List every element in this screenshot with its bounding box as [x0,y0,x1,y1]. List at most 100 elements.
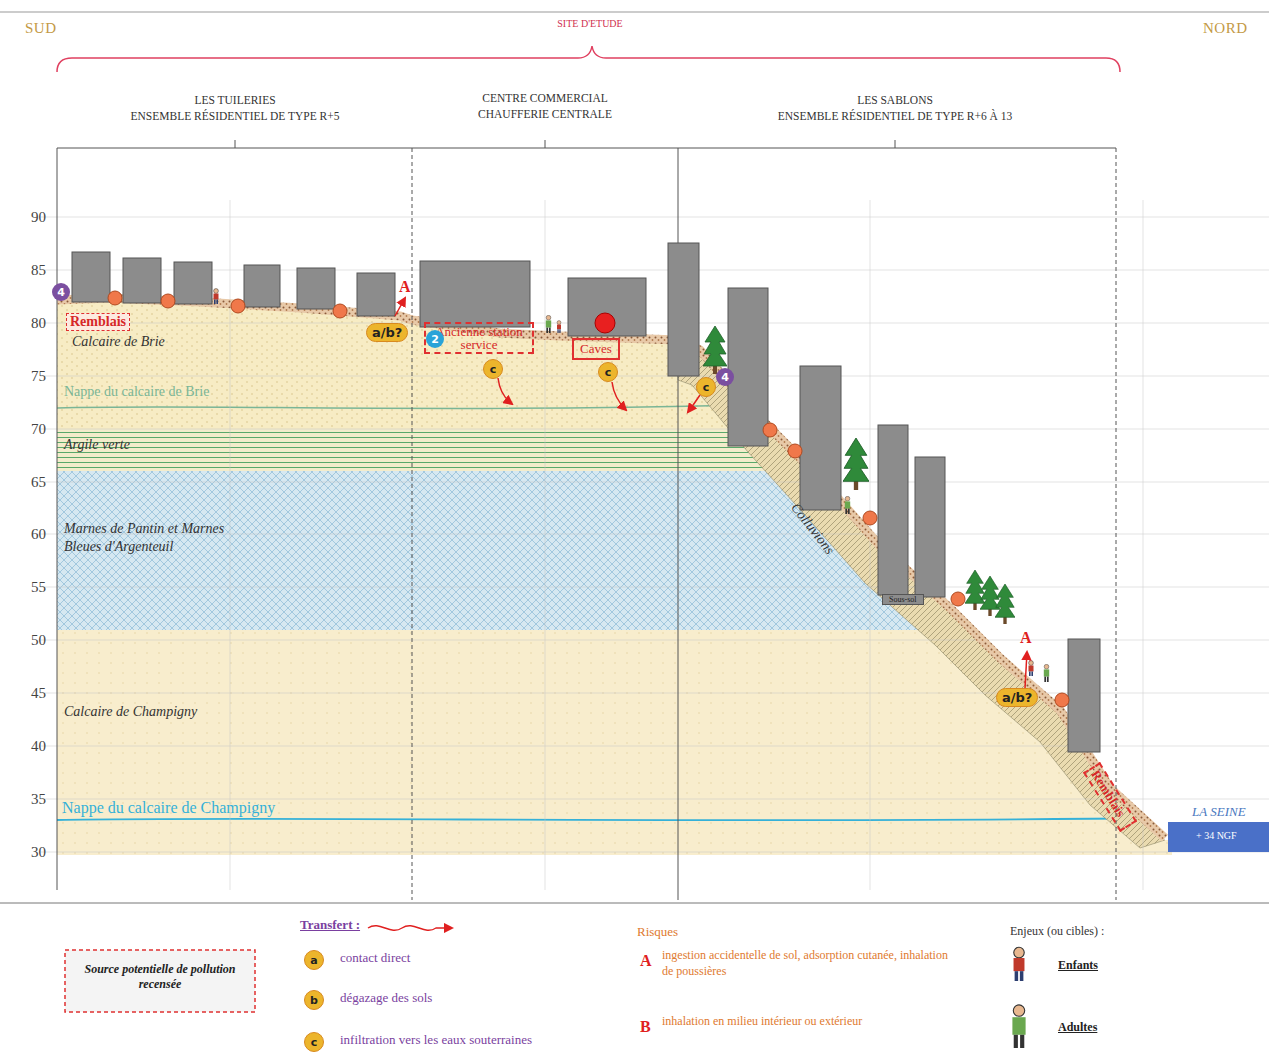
label: 40 [31,738,46,755]
label: LES TUILERIES [194,94,275,106]
target-dots [231,299,245,313]
legend-text: infiltration vers les eaux souterraines [340,1032,532,1048]
label: 75 [31,368,46,385]
node-text: c [703,381,710,394]
label: 45 [31,685,46,702]
buildings [72,243,1100,752]
node-text: Caves [580,341,612,356]
grid-lines [40,534,1269,535]
label: SUD [25,20,57,37]
section-dividers [1116,148,1117,900]
label: B [640,1018,651,1036]
legend-text: inhalation en milieu intérieur ou extéri… [662,1014,952,1030]
label: LES SABLONS [857,94,933,106]
section-dividers [545,140,546,148]
node-text: a [310,954,317,967]
label: A [1020,629,1032,647]
label: CENTRE COMMERCIAL [482,92,608,104]
legend-text: Adultes [1058,1020,1097,1035]
label: 80 [31,315,46,332]
section-dividers [57,140,1116,900]
grid-lines [40,323,1269,324]
strata [0,0,1269,900]
people [214,289,1050,682]
label: Argile verte [64,437,130,453]
callout-circle: b [304,990,324,1010]
section-dividers [57,148,1116,149]
target-dots [333,304,347,318]
seine-river [1168,822,1269,852]
buildings [1068,639,1100,752]
buildings [72,252,110,302]
buildings [123,258,161,303]
buildings [800,366,841,510]
legend-text: Enfants [1058,958,1098,973]
buildings [728,288,768,446]
buildings [357,273,395,316]
label: A [399,278,411,296]
label: LA SEINE [1192,804,1246,820]
section-dividers [57,148,58,890]
node-text: 4 [721,371,729,384]
transfer-arrows [688,395,700,412]
legend-icons [1012,1005,1025,1048]
transfer-arrows [368,298,1027,930]
label: SITE D'ETUDE [557,18,622,29]
callout-circle: a [304,950,324,970]
grid-lines [40,217,1269,218]
people [557,321,561,333]
label: 85 [31,262,46,279]
legend-text: ingestion accidentelle de sol, adsorptio… [662,948,952,979]
buildings [668,243,699,376]
trees [703,326,727,374]
legend-icons [1014,947,1025,981]
label: Calcaire de Champigny [64,704,197,720]
buildings [297,268,335,309]
label: NORD [1203,20,1248,37]
legend-icons [1012,947,1025,1048]
trees [980,576,1000,616]
section-dividers [235,140,236,148]
node-text: 2 [431,333,439,346]
target-dots [108,291,1069,707]
trees [995,584,1015,624]
people [845,496,850,514]
source-box: Remblais [66,313,130,331]
grid-lines [870,200,871,890]
transfer-arrows [395,298,405,316]
strata [57,818,1162,820]
label: Nappe du calcaire de Champigny [62,799,275,817]
trees [843,438,869,490]
target-dots [951,592,965,606]
frame-line [0,12,1269,13]
grid-lines [40,270,1269,271]
callout-oval: a/b? [366,323,408,342]
target-dots [108,291,122,305]
target-dots [1055,693,1069,707]
source-box: Sous-sol [882,594,924,605]
buildings [568,278,646,336]
legend-text: Source potentielle de pollution recensée [72,962,248,992]
trees [965,570,985,610]
cellar-source-dot [595,313,615,333]
buildings [915,457,945,597]
label: 55 [31,579,46,596]
legend-separator [0,903,1269,904]
label: 70 [31,421,46,438]
label: 35 [31,791,46,808]
label: Nappe du calcaire de Brie [64,384,209,400]
callout-circle: 2 [426,330,444,348]
label: A [640,952,652,970]
callout-circle: c [696,377,716,397]
buildings [244,265,280,307]
node-text: c [605,366,612,379]
legend-text: contact direct [340,950,410,966]
source-box: Caves [572,338,620,360]
transfer-arrows [368,926,452,931]
label: Transfert : [300,917,360,933]
node-text: a/b? [372,325,402,340]
label: 30 [31,844,46,861]
label: CHAUFFERIE CENTRALE [478,108,612,120]
transfer-arrows [1025,652,1027,688]
